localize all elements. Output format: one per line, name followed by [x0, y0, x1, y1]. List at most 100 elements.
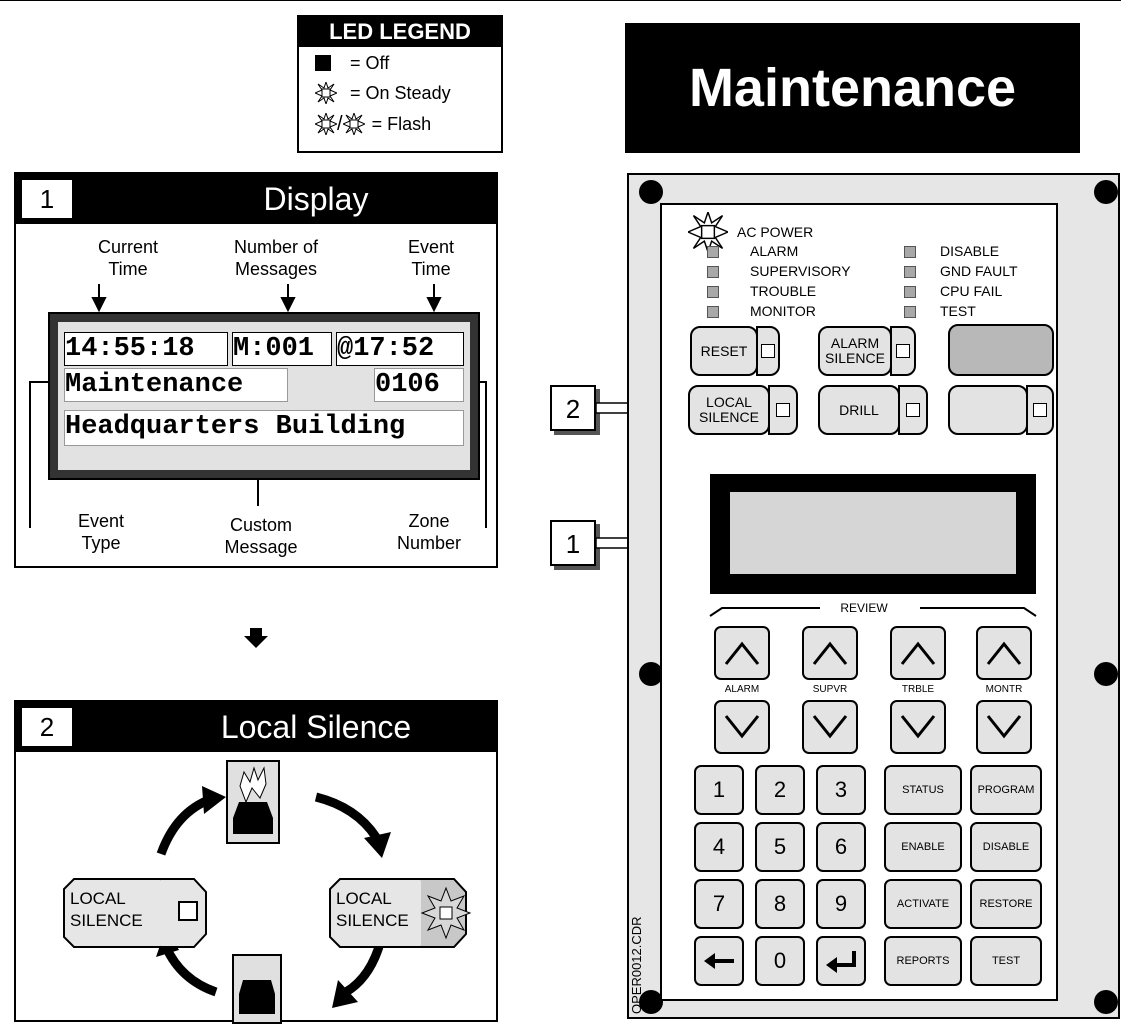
- drill-button[interactable]: DRILL: [818, 385, 900, 435]
- alarm-review-up-button[interactable]: [714, 626, 770, 680]
- key-6[interactable]: 6: [816, 822, 866, 872]
- led-label-test: TEST: [940, 303, 976, 319]
- enter-key[interactable]: [816, 936, 866, 986]
- status-key[interactable]: STATUS: [884, 765, 962, 815]
- restore-key[interactable]: RESTORE: [970, 879, 1042, 929]
- led-test: [904, 306, 916, 318]
- local-silence-panel-title: Local Silence: [220, 709, 412, 745]
- key-9[interactable]: 9: [816, 879, 866, 929]
- led-label-alarm: ALARM: [750, 243, 799, 259]
- led-label-supervisory: SUPERVISORY: [750, 263, 851, 279]
- enter-arrow-icon: [826, 951, 856, 973]
- ac-power-led-on-icon: [688, 212, 728, 252]
- legend-off-label: = Off: [350, 53, 390, 73]
- lcd-current-time: 14:55:18: [64, 332, 228, 366]
- test-key[interactable]: TEST: [970, 936, 1042, 986]
- led-alarm: [707, 246, 719, 258]
- supvr-review-up-button[interactable]: [802, 626, 858, 680]
- led-disable: [904, 246, 916, 258]
- blank-key-top[interactable]: [948, 324, 1054, 376]
- trble-review-up-button[interactable]: [890, 626, 946, 680]
- lcd-event-time: @17:52: [336, 332, 464, 366]
- local-silence-panel-number: 2: [20, 706, 74, 748]
- key-0[interactable]: 0: [755, 936, 805, 986]
- led-label-ac-power: AC POWER: [737, 224, 814, 240]
- led-label-monitor: MONITOR: [750, 303, 816, 319]
- reset-button[interactable]: RESET: [690, 326, 758, 376]
- led-off-icon: [315, 55, 331, 71]
- local-silence-cycle: [63, 760, 472, 1024]
- display-panel-number: 1: [20, 178, 74, 220]
- activate-key[interactable]: ACTIVATE: [884, 879, 962, 929]
- key-5[interactable]: 5: [755, 822, 805, 872]
- review-label-supvr: SUPVR: [812, 684, 848, 695]
- legend-flash-label: = Flash: [371, 114, 432, 134]
- lcd-message-count: M:001: [232, 332, 332, 366]
- key-4[interactable]: 4: [694, 822, 744, 872]
- alarm-silence-led-housing: [890, 326, 916, 376]
- review-label-montr: MONTR: [985, 684, 1023, 695]
- enable-key[interactable]: ENABLE: [884, 822, 962, 872]
- led-supervisory: [707, 266, 719, 278]
- led-label-cpu-fail: CPU FAIL: [940, 283, 1003, 299]
- screw-icon: [639, 662, 663, 686]
- key-1[interactable]: 1: [694, 765, 744, 815]
- lcd-screen: 14:55:18 M:001 @17:52 Maintenance 0106 H…: [58, 322, 470, 470]
- blank-key-bottom[interactable]: [948, 385, 1028, 435]
- program-key[interactable]: PROGRAM: [970, 765, 1042, 815]
- screw-icon: [1094, 662, 1118, 686]
- montr-review-up-button[interactable]: [976, 626, 1032, 680]
- local-silence-led-housing: [768, 385, 798, 435]
- local-silence-panel-header: Local Silence: [16, 702, 496, 752]
- trble-review-down-button[interactable]: [890, 700, 946, 754]
- local-silence-panel: Local Silence 2: [14, 700, 498, 1024]
- legend-off-row: = Off: [315, 52, 389, 74]
- key-2[interactable]: 2: [755, 765, 805, 815]
- review-bracket: [709, 607, 1037, 617]
- legend-on-label: = On Steady: [350, 83, 451, 103]
- supvr-review-down-button[interactable]: [802, 700, 858, 754]
- screw-icon: [639, 990, 663, 1014]
- panel-lcd-bezel: [710, 474, 1036, 594]
- disable-key[interactable]: DISABLE: [970, 822, 1042, 872]
- key-7[interactable]: 7: [694, 879, 744, 929]
- maintenance-title: Maintenance: [625, 23, 1080, 153]
- lcd-display: 14:55:18 M:001 @17:52 Maintenance 0106 H…: [48, 312, 480, 480]
- callout-2-badge: 2: [550, 385, 596, 431]
- screw-icon: [639, 180, 663, 204]
- led-gnd-fault: [904, 266, 916, 278]
- reset-led-housing: [756, 326, 780, 376]
- led-monitor: [707, 306, 719, 318]
- montr-review-down-button[interactable]: [976, 700, 1032, 754]
- callout-1-badge: 1: [550, 520, 596, 566]
- lcd-event-type: Maintenance: [64, 368, 288, 402]
- backspace-key[interactable]: [694, 936, 744, 986]
- legend-on-row: = On Steady: [313, 80, 451, 106]
- led-flash-icon-b: [341, 111, 366, 137]
- key-3[interactable]: 3: [816, 765, 866, 815]
- alarm-review-down-button[interactable]: [714, 700, 770, 754]
- panel-lcd-screen: [730, 492, 1016, 574]
- led-cpu-fail: [904, 286, 916, 298]
- led-on-icon: [313, 80, 339, 106]
- led-legend: LED LEGEND = Off = On Steady / = Flash: [297, 15, 503, 153]
- led-label-trouble: TROUBLE: [750, 283, 817, 299]
- reports-key[interactable]: REPORTS: [884, 936, 962, 986]
- legend-flash-row: / = Flash: [313, 111, 432, 137]
- key-8[interactable]: 8: [755, 879, 805, 929]
- drill-led-housing: [898, 385, 928, 435]
- down-arrow-icon: [244, 628, 268, 648]
- lcd-zone-number: 0106: [374, 368, 464, 402]
- top-divider: [0, 0, 1121, 1]
- led-off-indicator: [178, 901, 198, 921]
- screw-icon: [1094, 180, 1118, 204]
